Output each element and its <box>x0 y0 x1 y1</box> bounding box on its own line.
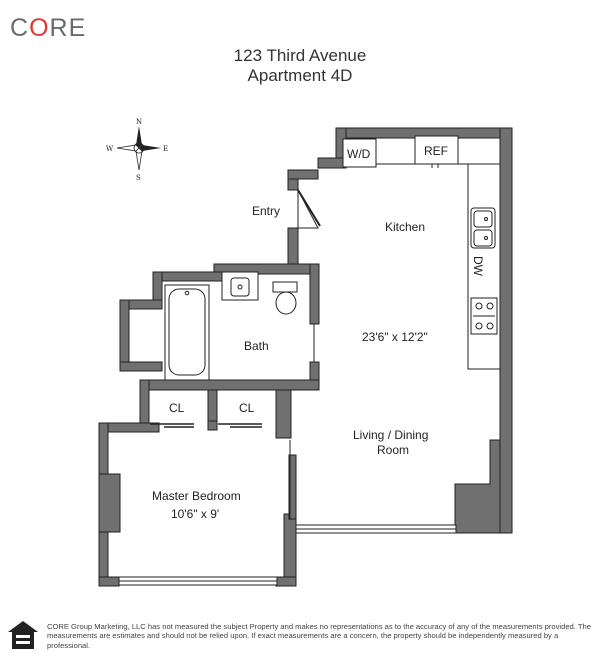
stove-icon <box>470 297 498 335</box>
compass-rose-icon: N S E W <box>106 118 168 182</box>
label-kitchen: Kitchen <box>385 220 425 234</box>
label-closet-1: CL <box>169 401 185 415</box>
plan-unit: Apartment 4D <box>247 66 353 85</box>
label-entry: Entry <box>252 204 280 218</box>
bathtub-icon <box>164 284 210 381</box>
label-bath: Bath <box>244 339 269 353</box>
label-washer-dryer: W/D <box>347 147 371 161</box>
label-closet-2: CL <box>239 401 255 415</box>
kitchen-sink-icon <box>470 207 496 249</box>
label-living-dimensions: 23'6" x 12'2" <box>362 330 428 344</box>
label-living-room-line2: Room <box>377 443 409 457</box>
compass-north: N <box>136 118 142 126</box>
equal-housing-icon <box>8 621 38 649</box>
toilet-icon <box>272 281 298 315</box>
label-dishwasher: DW <box>471 256 485 277</box>
washer-dryer-icon <box>342 138 377 168</box>
label-bedroom-dimensions: 10'6" x 9' <box>171 507 219 521</box>
plan-address: 123 Third Avenue <box>233 46 367 65</box>
compass-west: W <box>106 145 114 153</box>
compass-east: E <box>163 145 168 153</box>
core-logo: CORE <box>10 14 87 42</box>
label-living-room: Living / Dining <box>353 428 428 442</box>
entry-door <box>297 189 321 229</box>
refrigerator-icon <box>414 135 459 165</box>
label-refrigerator: REF <box>424 144 448 158</box>
walls <box>98 127 513 587</box>
windows <box>118 524 457 586</box>
disclaimer-text: CORE Group Marketing, LLC has not measur… <box>47 622 591 650</box>
compass-south: S <box>136 174 141 182</box>
label-bedroom: Master Bedroom <box>152 489 241 503</box>
bath-sink-icon <box>221 271 259 301</box>
closet-doors <box>150 420 262 431</box>
